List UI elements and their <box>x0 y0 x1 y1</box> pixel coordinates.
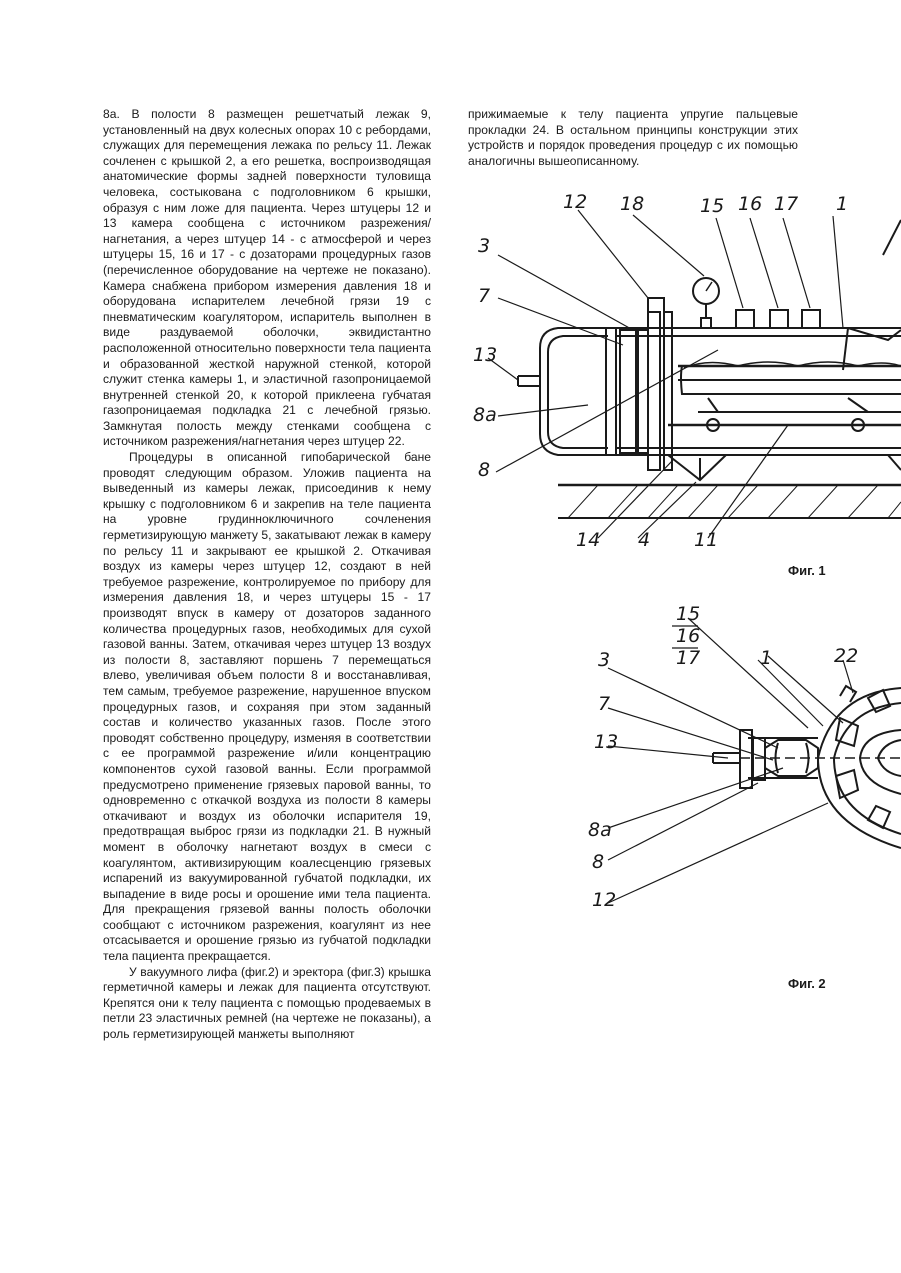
fig2-label-7: 7 <box>598 693 610 715</box>
fig2-label-17: 17 <box>676 647 700 669</box>
fig1-label-13: 13 <box>473 344 497 366</box>
figure-1-drawing: 12 18 15 16 17 1 3 7 13 8а 8 14 4 11 <box>468 180 901 560</box>
fig2-label-13: 13 <box>594 731 618 753</box>
fig2-label-1: 1 <box>760 647 772 669</box>
fig1-label-7: 7 <box>478 285 490 307</box>
fig1-label-16: 16 <box>738 193 762 215</box>
fig1-label-4: 4 <box>638 529 650 551</box>
fig1-label-8: 8 <box>478 459 490 481</box>
paragraph-continuation: прижимаемые к телу пациента упругие паль… <box>468 107 798 169</box>
fig1-label-1: 1 <box>836 193 848 215</box>
fig2-label-22: 22 <box>834 645 858 667</box>
fig2-label-3: 3 <box>598 649 610 671</box>
paragraph-2: Процедуры в описанной гипобарической бан… <box>103 450 431 965</box>
fig1-label-3: 3 <box>478 235 490 257</box>
fig1-label-15: 15 <box>700 195 724 217</box>
fig2-label-12: 12 <box>592 889 616 911</box>
paragraph-3: У вакуумного лифа (фиг.2) и эректора (фи… <box>103 965 431 1043</box>
fig1-label-17: 17 <box>774 193 798 215</box>
fig1-label-8a: 8а <box>473 404 497 426</box>
fig2-label-8: 8 <box>592 851 604 873</box>
figure-2-caption: Фиг. 2 <box>788 976 826 991</box>
fig2-label-8a: 8а <box>588 819 612 841</box>
left-text-column: 8а. В полости 8 размещен решетчатый лежа… <box>103 107 431 1043</box>
paragraph-1: 8а. В полости 8 размещен решетчатый лежа… <box>103 107 431 450</box>
figure-2-drawing: 15 16 17 3 1 22 7 13 8а 8 12 <box>578 598 901 918</box>
fig2-label-16: 16 <box>676 625 700 647</box>
fig2-label-15: 15 <box>676 603 700 625</box>
fig1-label-14: 14 <box>576 529 600 551</box>
figure-1-caption: Фиг. 1 <box>788 563 826 578</box>
fig1-label-11: 11 <box>694 529 718 551</box>
fig1-label-18: 18 <box>620 193 644 215</box>
fig1-label-12: 12 <box>563 191 587 213</box>
right-text-column: прижимаемые к телу пациента упругие паль… <box>468 107 798 169</box>
